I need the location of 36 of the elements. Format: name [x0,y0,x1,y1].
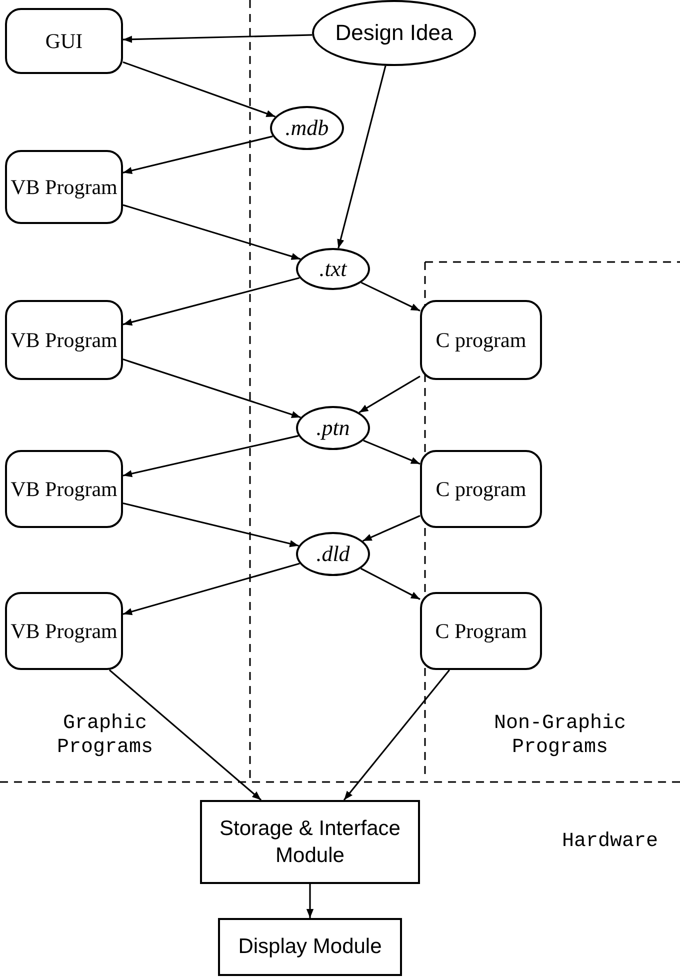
arrow [122,277,300,326]
arrow [122,34,312,43]
module-box: Display Module [218,918,402,976]
region-label: Non-Graphic Programs [492,712,628,760]
arrow [360,282,420,312]
arrow [122,358,301,418]
arrow [122,61,276,118]
process-box: VB Program [5,300,123,380]
arrow [306,884,314,918]
region-label: Hardware [560,830,659,854]
arrow [122,204,301,260]
arrow [122,562,300,616]
arrow [358,376,420,414]
arrow [122,435,299,478]
process-box: C program [420,300,542,380]
arrow [122,136,273,174]
arrow [363,440,420,465]
process-box: VB Program [5,150,123,224]
process-box: VB Program [5,450,123,528]
file-ellipse: .mdb [270,106,344,150]
process-box: C program [420,450,542,528]
file-ellipse: .ptn [296,406,370,450]
source-ellipse: Design Idea [312,0,476,66]
arrow [337,66,386,248]
arrow [362,515,420,542]
process-box: VB Program [5,592,123,670]
arrow [122,502,299,548]
file-ellipse: .txt [296,248,370,290]
arrow [360,568,420,600]
process-box: C Program [420,592,542,670]
module-box: Storage & Interface Module [200,800,420,884]
arrow [108,669,262,801]
process-box: GUI [5,8,123,74]
region-label: Graphic Programs [56,712,154,760]
arrow [343,670,450,800]
file-ellipse: .dld [296,532,370,576]
